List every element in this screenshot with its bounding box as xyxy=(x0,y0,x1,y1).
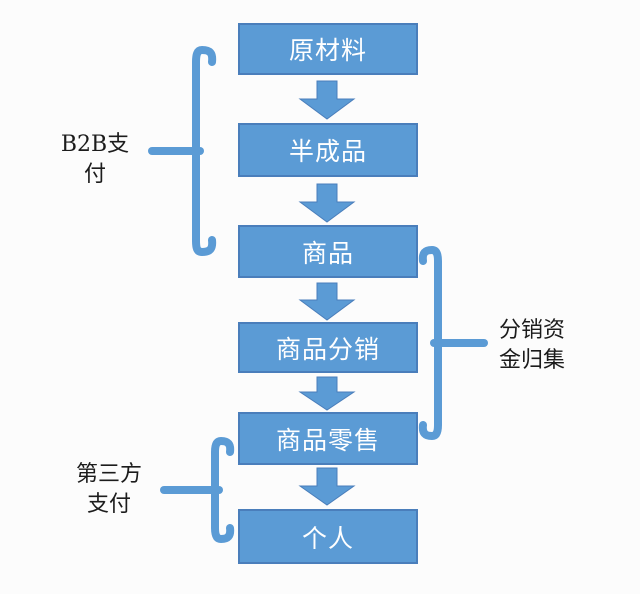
label-b2b-payment: B2B支付 xyxy=(60,132,130,187)
label-distribution-funds-collection: 分销资金归集 xyxy=(498,318,565,373)
node-individual: 个人 xyxy=(238,509,418,564)
label-third-party-payment: 第三方支付 xyxy=(75,462,142,517)
flow-arrows xyxy=(298,80,356,506)
down-arrow-icon xyxy=(298,376,356,411)
node-goods-distribution: 商品分销 xyxy=(238,322,418,373)
distribution-funds-bracket xyxy=(418,246,488,440)
b2b-payment-bracket xyxy=(148,46,217,256)
node-raw-materials: 原材料 xyxy=(238,23,418,75)
node-goods: 商品 xyxy=(238,225,418,278)
node-semi-finished: 半成品 xyxy=(238,123,418,177)
down-arrow-icon xyxy=(298,282,356,321)
third-party-payment-bracket xyxy=(160,437,235,543)
node-goods-retail: 商品零售 xyxy=(238,412,418,465)
down-arrow-icon xyxy=(298,80,356,120)
down-arrow-icon xyxy=(298,183,356,223)
down-arrow-icon xyxy=(298,467,356,506)
